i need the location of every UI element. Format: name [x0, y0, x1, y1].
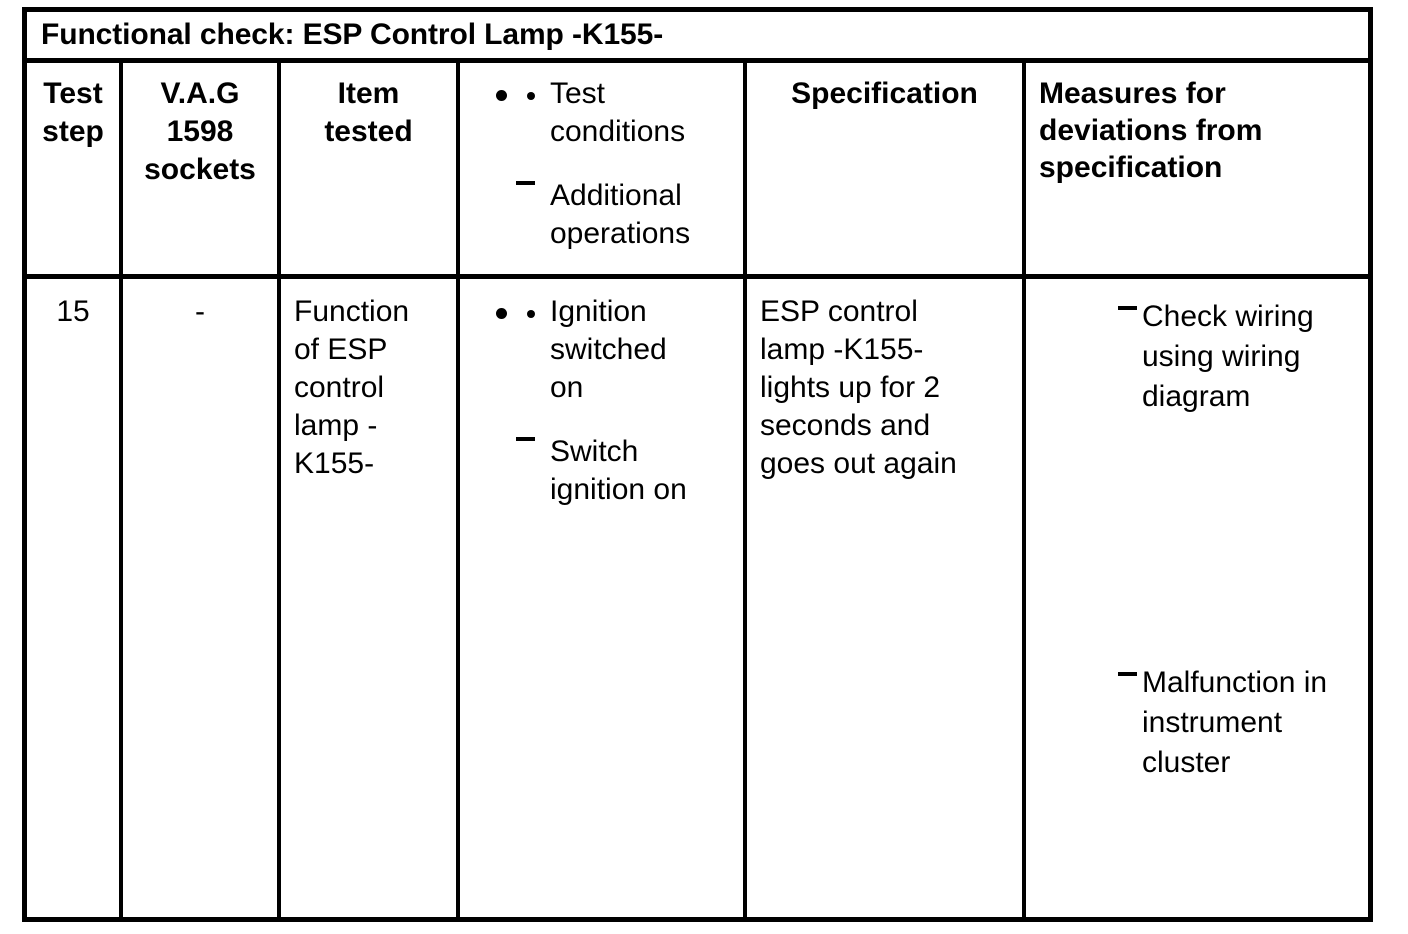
functional-check-table: Functional check: ESP Control Lamp -K155…: [22, 7, 1373, 922]
small-bullet-icon: [527, 310, 535, 318]
header-test-conditions-bullet-item: Test conditions: [468, 75, 735, 151]
header-label-test-step: Test step: [42, 77, 104, 148]
header-cell-measures: Measures for deviations from specificati…: [1022, 63, 1368, 274]
header-label-additional-operations: Additional operations: [550, 179, 691, 250]
cell-item-tested: Function of ESP control lamp - K155-: [277, 279, 456, 917]
dash-marker-icon: [1118, 306, 1137, 310]
measure-item-check-wiring: Check wiring using wiring diagram: [1034, 297, 1360, 417]
measures-spacer: [1034, 417, 1360, 663]
test-conditions-dash-item: Switch ignition on: [468, 433, 735, 509]
header-label-specification: Specification: [791, 77, 978, 110]
value-test-step: 15: [56, 295, 90, 328]
header-cell-test-step: Test step: [27, 63, 119, 274]
page-title: Functional check: ESP Control Lamp -K155…: [41, 18, 664, 51]
header-cell-specification: Specification: [743, 63, 1022, 274]
value-vag-sockets: -: [195, 295, 205, 328]
value-item-tested: Function of ESP control lamp - K155-: [294, 295, 410, 480]
value-measure-1: Check wiring using wiring diagram: [1142, 300, 1314, 413]
cell-specification: ESP control lamp -K155- lights up for 2 …: [743, 279, 1022, 917]
value-test-condition: Ignition switched on: [550, 295, 667, 404]
test-conditions-spacer: [468, 407, 735, 433]
small-bullet-icon: [527, 92, 535, 100]
dash-marker-icon: [1118, 672, 1137, 676]
value-additional-operation: Switch ignition on: [550, 435, 687, 506]
cell-measures: Check wiring using wiring diagram Malfun…: [1022, 279, 1368, 917]
dash-marker-icon: [516, 181, 535, 185]
cell-test-step: 15: [27, 279, 119, 917]
header-label-item-tested: Item tested: [324, 77, 413, 148]
table-header-row: Test step V.A.G 1598 sockets Item tested: [27, 63, 1368, 279]
measure-item-malfunction: Malfunction in instrument cluster: [1034, 663, 1360, 783]
large-bullet-icon: [496, 90, 507, 101]
header-cell-test-conditions: Test conditions Additional operations: [456, 63, 743, 274]
test-conditions-bullet-item: Ignition switched on: [468, 293, 735, 407]
header-cell-vag-sockets: V.A.G 1598 sockets: [119, 63, 277, 274]
value-specification: ESP control lamp -K155- lights up for 2 …: [760, 295, 957, 480]
dash-marker-icon: [516, 437, 535, 441]
table-title-row: Functional check: ESP Control Lamp -K155…: [27, 12, 1368, 63]
cell-test-conditions: Ignition switched on Switch ignition on: [456, 279, 743, 917]
header-test-conditions-dash-item: Additional operations: [468, 177, 735, 253]
header-label-vag-sockets: V.A.G 1598 sockets: [144, 77, 256, 186]
cell-vag-sockets: -: [119, 279, 277, 917]
value-measure-2: Malfunction in instrument cluster: [1142, 666, 1328, 779]
header-label-measures: Measures for deviations from specificati…: [1039, 77, 1263, 184]
header-label-test-conditions: Test conditions: [550, 77, 686, 148]
table-row: 15 - Function of ESP control lamp - K155…: [27, 279, 1368, 917]
header-test-conditions-spacer: [468, 151, 735, 177]
header-cell-item-tested: Item tested: [277, 63, 456, 274]
large-bullet-icon: [496, 308, 507, 319]
